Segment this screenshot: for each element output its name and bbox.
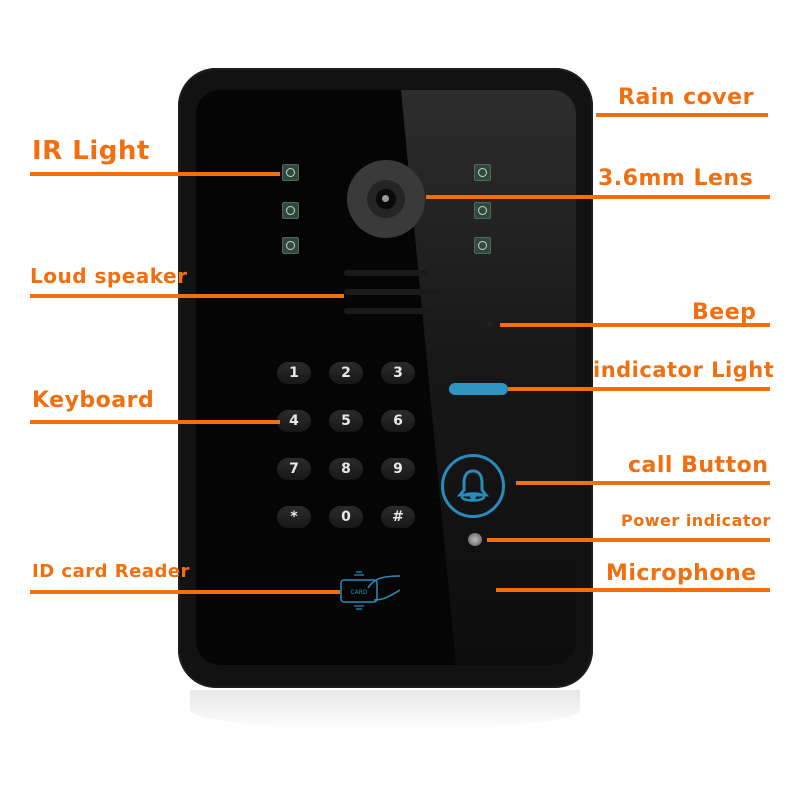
callout-keyboard (30, 420, 280, 424)
label-id-card-reader: ID card Reader (32, 561, 190, 582)
speaker-slot (344, 308, 430, 314)
beep-hole (487, 322, 492, 327)
key-6[interactable]: 6 (381, 410, 415, 432)
callout-3-6mm-lens (426, 195, 770, 199)
callout-call-button (516, 481, 770, 485)
key-7[interactable]: 7 (277, 458, 311, 480)
callout-beep (500, 323, 770, 327)
key-hash[interactable]: # (381, 506, 415, 528)
callout-loud-speaker (30, 294, 344, 298)
ir-led (474, 237, 491, 254)
label-keyboard: Keyboard (32, 388, 155, 413)
label-rain-cover: Rain cover (618, 85, 754, 110)
callout-microphone (496, 588, 770, 592)
key-9[interactable]: 9 (381, 458, 415, 480)
label-indicator-light: indicator Light (593, 358, 775, 382)
power-indicator-led (468, 533, 482, 546)
lens-center (382, 195, 389, 202)
id-card-reader[interactable]: CARD (338, 570, 408, 615)
label-ir-light: IR Light (32, 136, 150, 166)
svg-text:CARD: CARD (350, 589, 367, 596)
callout-power-indicator (487, 538, 770, 542)
key-8[interactable]: 8 (329, 458, 363, 480)
callout-indicator-light (508, 387, 770, 391)
key-0[interactable]: 0 (329, 506, 363, 528)
ir-led (282, 164, 299, 181)
call-button[interactable] (441, 454, 505, 518)
key-5[interactable]: 5 (329, 410, 363, 432)
ir-led (474, 164, 491, 181)
indicator-light (449, 383, 508, 395)
key-star[interactable]: * (277, 506, 311, 528)
label-power-indicator: Power indicator (621, 511, 771, 530)
label-beep: Beep (692, 300, 757, 325)
camera-lens (347, 160, 425, 238)
device-reflection (190, 690, 580, 730)
label-call-button: call Button (628, 453, 769, 478)
ir-led (474, 202, 491, 219)
callout-rain-cover (596, 113, 768, 117)
callout-ir-light (30, 172, 280, 176)
speaker-slot (344, 270, 428, 276)
label-microphone: Microphone (606, 561, 757, 586)
callout-id-card-reader (30, 590, 340, 594)
ir-led (282, 237, 299, 254)
key-4[interactable]: 4 (277, 410, 311, 432)
speaker-slot (344, 289, 440, 295)
card-tap-icon: CARD (340, 571, 401, 610)
key-1[interactable]: 1 (277, 362, 311, 384)
bell-icon (456, 469, 490, 502)
label-loud-speaker: Loud speaker (30, 264, 188, 288)
key-2[interactable]: 2 (329, 362, 363, 384)
ir-led (282, 202, 299, 219)
label-3-6mm-lens: 3.6mm Lens (598, 166, 754, 191)
key-3[interactable]: 3 (381, 362, 415, 384)
